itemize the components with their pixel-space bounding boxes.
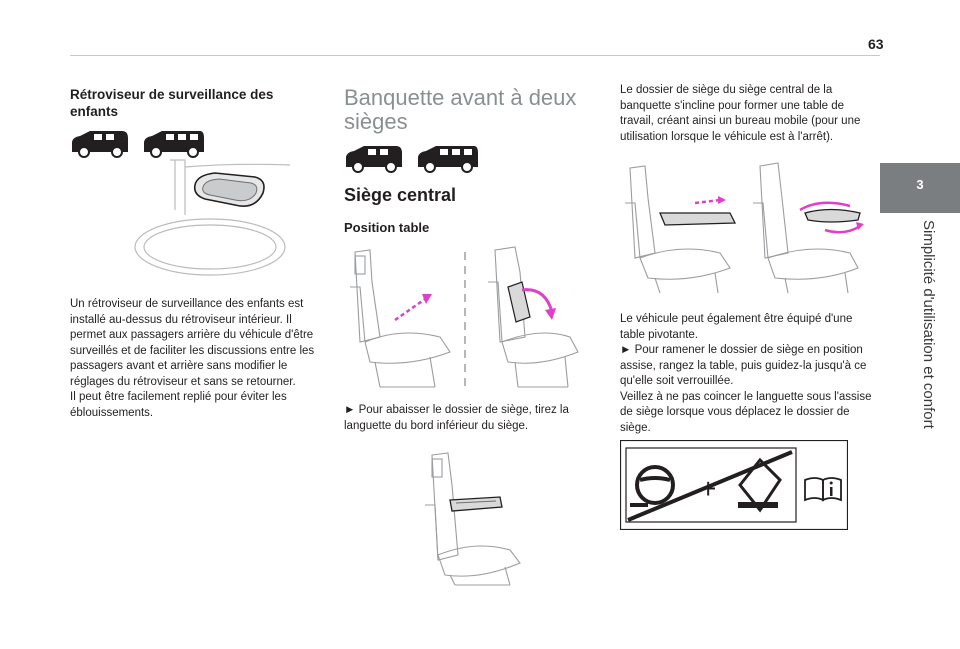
- vehicle-version-icons-2: [346, 146, 478, 173]
- child-mirror-paragraph: Un rétroviseur de surveillance des enfan…: [70, 298, 315, 388]
- mirror-illustration: [134, 159, 291, 276]
- vehicle-version-icons: [72, 131, 204, 158]
- child-mirror-description: Un rétroviseur de surveillance des enfan…: [70, 297, 315, 421]
- central-seat-heading: Siège central: [344, 185, 457, 205]
- swivel-table-line-3: Veillez à ne pas coincer le languette so…: [620, 390, 872, 434]
- warning-pictogram-box: +: [620, 440, 848, 530]
- swivel-table-line-2: ► Pour ramener le dossier de siège en po…: [620, 344, 867, 387]
- swivel-table-text: Le véhicule peut également être équipé d…: [620, 312, 872, 436]
- page-number: 63: [868, 36, 884, 52]
- swivel-table-line-1: Le véhicule peut également être équipé d…: [620, 313, 853, 341]
- van-long-icon: [144, 131, 204, 158]
- chapter-title: Simplicité d'utilisation et confort: [920, 220, 942, 480]
- seat-fold-illustration: [350, 246, 579, 392]
- fold-instruction: ► Pour abaisser le dossier de siège, tir…: [344, 404, 569, 432]
- manual-info-icon: [804, 477, 842, 502]
- van-short-icon: [72, 131, 128, 158]
- child-mirror: [193, 172, 265, 207]
- swivel-table-illustration: [625, 162, 864, 294]
- table-position-heading: Position table: [344, 220, 430, 235]
- table-intro-text: Le dossier de siège du siège central de …: [620, 84, 861, 143]
- seat-table-illustration: [425, 452, 521, 586]
- chapter-tab-number: 3: [916, 177, 924, 192]
- steering-wheel-icon: [630, 465, 675, 507]
- van-long-icon: [418, 146, 478, 173]
- child-mirror-heading: Rétroviseur de surveillance des enfants: [70, 87, 274, 119]
- front-bench-heading: Banquette avant à deux sièges: [344, 85, 577, 134]
- chapter-title-text: Simplicité d'utilisation et confort: [920, 220, 937, 429]
- van-short-icon: [346, 146, 402, 173]
- child-mirror-paragraph-2: Il peut être facilement replié pour évit…: [70, 391, 287, 419]
- chapter-tab[interactable]: [880, 163, 960, 213]
- top-divider: [70, 55, 880, 56]
